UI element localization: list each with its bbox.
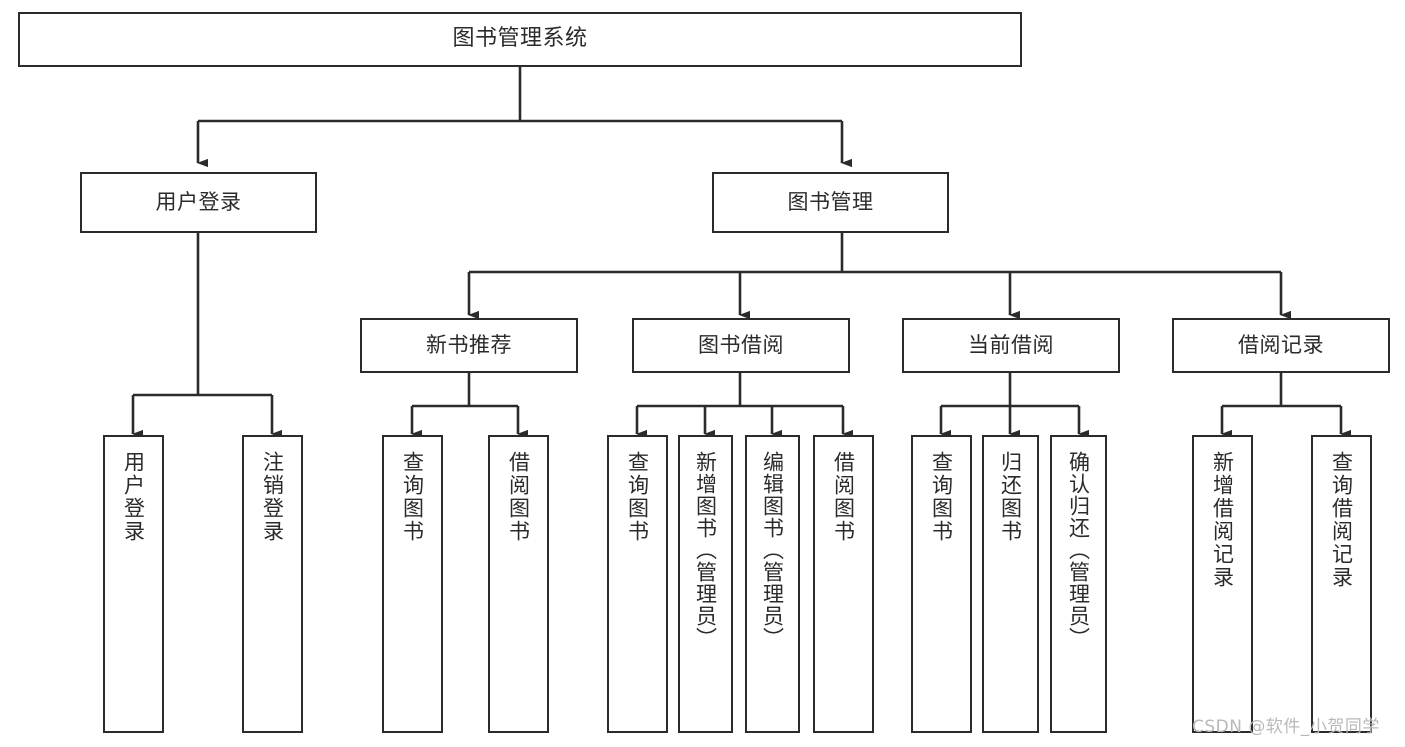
- node-root-system[interactable]: 图书管理系统: [18, 12, 1022, 67]
- node-label: 新增借阅记录: [1210, 451, 1235, 589]
- node-label: 确认归还（管理员）: [1066, 451, 1091, 649]
- node-book-borrow[interactable]: 图书借阅: [632, 318, 850, 373]
- node-user-login[interactable]: 用户登录: [80, 172, 317, 233]
- node-label: 图书管理: [787, 190, 874, 215]
- node-label: 当前借阅: [968, 333, 1054, 358]
- node-label: 查询图书: [625, 451, 650, 543]
- leaf-borrow-book-new[interactable]: 借阅图书: [488, 435, 549, 733]
- leaf-borrow-book[interactable]: 借阅图书: [813, 435, 874, 733]
- watermark-label: CSDN @软件_小贺同学: [1192, 717, 1380, 737]
- leaf-user-login[interactable]: 用户登录: [103, 435, 164, 733]
- node-borrow-record[interactable]: 借阅记录: [1172, 318, 1390, 373]
- leaf-logout[interactable]: 注销登录: [242, 435, 303, 733]
- node-book-management[interactable]: 图书管理: [712, 172, 949, 233]
- node-label: 编辑图书（管理员）: [760, 451, 785, 649]
- leaf-edit-book-admin[interactable]: 编辑图书（管理员）: [745, 435, 800, 733]
- node-label: 用户登录: [121, 451, 146, 543]
- leaf-query-borrow-record[interactable]: 查询借阅记录: [1311, 435, 1372, 733]
- node-label: 借阅记录: [1238, 333, 1324, 358]
- node-label: 新书推荐: [426, 333, 512, 358]
- node-label: 查询图书: [400, 451, 425, 543]
- node-label: 用户登录: [155, 190, 242, 215]
- node-label: 借阅图书: [831, 451, 856, 543]
- node-label: 新增图书（管理员）: [693, 451, 718, 649]
- node-label: 注销登录: [260, 451, 285, 543]
- leaf-query-book-borrow[interactable]: 查询图书: [607, 435, 668, 733]
- node-label: 归还图书: [998, 451, 1023, 543]
- node-current-borrow[interactable]: 当前借阅: [902, 318, 1120, 373]
- node-label: 查询借阅记录: [1329, 451, 1354, 589]
- node-label: 图书借阅: [698, 333, 784, 358]
- leaf-add-borrow-record[interactable]: 新增借阅记录: [1192, 435, 1253, 733]
- leaf-query-book-new[interactable]: 查询图书: [382, 435, 443, 733]
- node-label: 查询图书: [929, 451, 954, 543]
- leaf-query-book-current[interactable]: 查询图书: [911, 435, 972, 733]
- node-label: 借阅图书: [506, 451, 531, 543]
- leaf-add-book-admin[interactable]: 新增图书（管理员）: [678, 435, 733, 733]
- node-new-book-recommend[interactable]: 新书推荐: [360, 318, 578, 373]
- leaf-return-book[interactable]: 归还图书: [982, 435, 1039, 733]
- leaf-confirm-return-admin[interactable]: 确认归还（管理员）: [1050, 435, 1107, 733]
- node-label: 图书管理系统: [452, 26, 588, 52]
